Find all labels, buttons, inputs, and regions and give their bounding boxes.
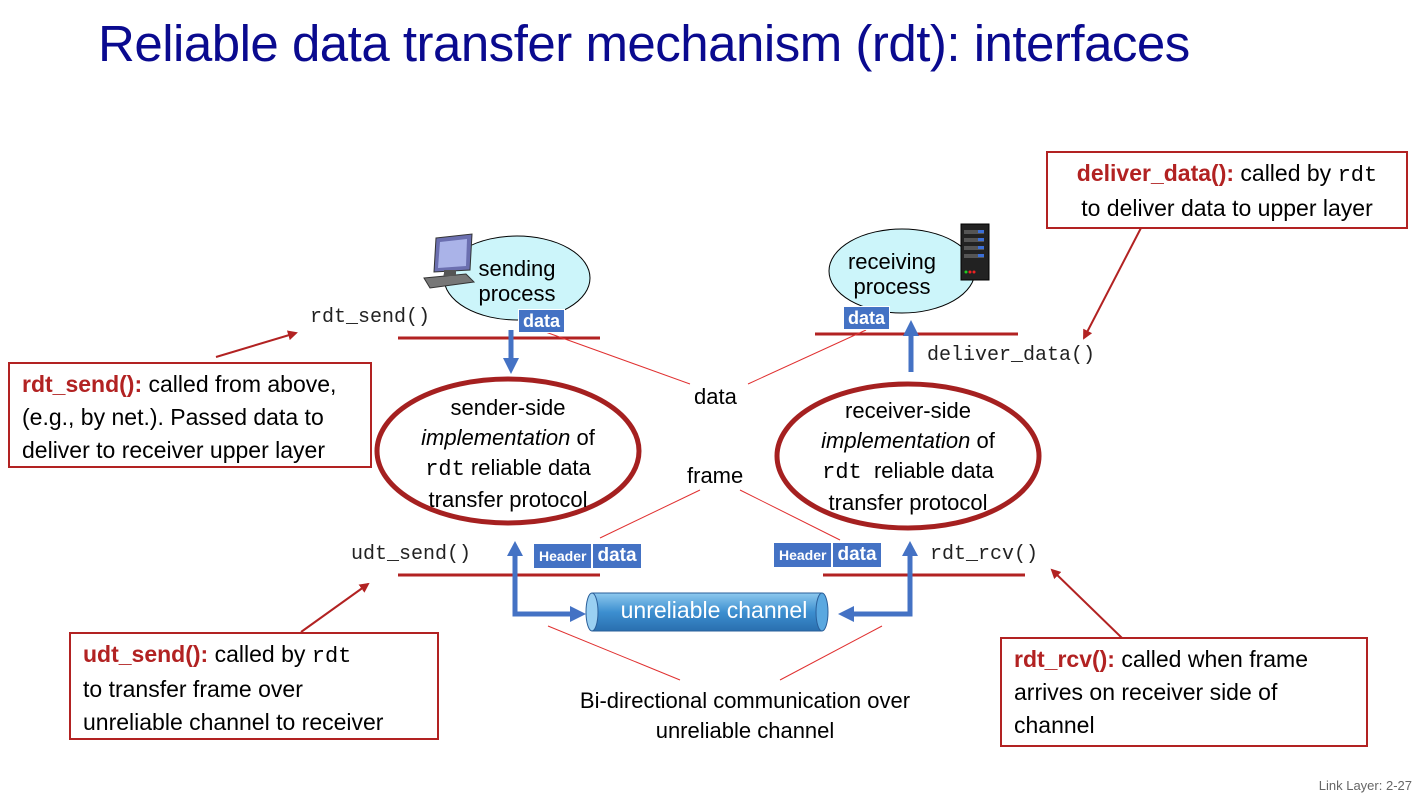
sender-impl-line3: rdt reliable data	[388, 453, 628, 485]
slide-footer: Link Layer: 2-27	[1318, 778, 1412, 793]
receiver-impl-rdt: rdt	[822, 460, 862, 485]
sending-process-label: sending process	[455, 256, 579, 306]
flow-arrows	[503, 320, 919, 622]
deliver-data-code: rdt	[1337, 163, 1378, 188]
receiver-impl-reliable: reliable data	[873, 458, 994, 483]
rdt-rcv-callout-line3: channel	[1014, 712, 1095, 738]
udt-send-callout-line3: unreliable channel to receiver	[83, 709, 384, 735]
rdt-send-callout-arrow	[215, 330, 298, 358]
rdt-send-label: rdt_send()	[310, 306, 431, 329]
receiver-impl-italic: implementation	[821, 428, 971, 453]
rdt-send-callout-line3: deliver to receiver upper layer	[22, 437, 325, 463]
receiver-data-tag: data	[843, 306, 891, 330]
deliver-data-callout-line1: deliver_data(): called by rdt	[1060, 157, 1394, 192]
rdt-send-text: called from above,	[142, 371, 337, 397]
sender-impl-line1: sender-side	[450, 395, 566, 420]
sender-impl-italic: implementation	[421, 425, 571, 450]
sender-header-tag: Header	[533, 543, 593, 569]
deliver-data-label: deliver_data()	[927, 344, 1096, 367]
callout-arrows	[215, 225, 1143, 639]
receiver-impl-line2: implementation of	[788, 426, 1028, 456]
udt-send-callout-line1: udt_send(): called by rdt	[83, 638, 425, 673]
rdt-send-callout: rdt_send(): called from above, (e.g., by…	[8, 362, 372, 468]
bidirectional-line2: unreliable channel	[655, 718, 835, 743]
sender-frame-data-tag: data	[592, 543, 642, 569]
rdt-rcv-text: called when frame	[1114, 646, 1309, 672]
deliver-data-text: called by	[1234, 160, 1338, 186]
data-label: data	[694, 384, 737, 409]
desktop-computer-icon	[423, 233, 476, 289]
receiver-frame-data-tag: data	[832, 542, 882, 568]
receiving-process-line1: receiving	[847, 249, 937, 274]
receiver-frame: Header data	[773, 542, 882, 568]
receiver-impl-line3: rdt reliable data	[788, 456, 1028, 488]
unreliable-channel-label: unreliable channel	[620, 597, 808, 623]
sender-impl-reliable: reliable data	[470, 455, 591, 480]
sender-data-tag: data	[518, 309, 566, 333]
rdt-send-callout-line2: (e.g., by net.). Passed data to	[22, 404, 324, 430]
unreliable-channel-cylinder	[585, 592, 829, 632]
frame-label: frame	[687, 463, 744, 488]
server-icon	[960, 223, 990, 281]
deliver-data-callout-line2: to deliver data to upper layer	[1081, 195, 1373, 221]
deliver-data-callout-arrow	[1083, 225, 1143, 340]
label-pointer-lines	[539, 329, 883, 681]
rdt-rcv-callout: rdt_rcv(): called when frame arrives on …	[1000, 637, 1368, 747]
sender-implementation-text: sender-side implementation of rdt reliab…	[388, 393, 628, 515]
bidirectional-caption: Bi-directional communication over unreli…	[540, 686, 950, 746]
arrow-receiver-channel	[852, 554, 913, 617]
arrow-receiver-up-head	[903, 320, 919, 336]
rdt-rcv-callout-line2: arrives on receiver side of	[1014, 679, 1278, 705]
sending-process-line1: sending	[478, 256, 556, 281]
slide-title: Reliable data transfer mechanism (rdt): …	[98, 15, 1190, 72]
rdt-send-callout-line1: rdt_send(): called from above,	[22, 368, 358, 401]
receiver-header-tag: Header	[773, 542, 833, 568]
udt-send-code: rdt	[311, 644, 352, 669]
sender-impl-line4: transfer protocol	[428, 487, 588, 512]
sender-frame: Header data	[533, 543, 642, 569]
deliver-data-callout: deliver_data(): called by rdt to deliver…	[1046, 151, 1408, 229]
udt-send-callout-line2: to transfer frame over	[83, 676, 303, 702]
arrow-sender-down-head	[503, 358, 519, 374]
sender-impl-rdt: rdt	[425, 457, 465, 482]
receiver-impl-line1: receiver-side	[845, 398, 971, 423]
sender-impl-of: of	[576, 425, 595, 450]
sender-impl-line2: implementation of	[388, 423, 628, 453]
udt-send-text: called by	[208, 641, 312, 667]
receiver-implementation-text: receiver-side implementation of rdt reli…	[788, 396, 1028, 518]
udt-send-keyword: udt_send():	[83, 641, 209, 667]
receiver-impl-line4: transfer protocol	[828, 490, 988, 515]
arrow-sender-channel	[512, 554, 572, 617]
rdt-rcv-callout-line1: rdt_rcv(): called when frame	[1014, 643, 1354, 676]
rdt-rcv-callout-arrow	[1050, 568, 1123, 639]
receiver-impl-of: of	[976, 428, 995, 453]
sending-process-line2: process	[478, 281, 556, 306]
udt-send-callout-arrow	[300, 582, 370, 633]
rdt-rcv-label: rdt_rcv()	[930, 543, 1039, 566]
bidirectional-line1: Bi-directional communication over	[579, 688, 911, 713]
udt-send-label: udt_send()	[351, 543, 472, 566]
sender-implementation-ellipse	[374, 376, 642, 526]
rdt-rcv-keyword: rdt_rcv():	[1014, 646, 1115, 672]
rdt-send-keyword: rdt_send():	[22, 371, 143, 397]
receiving-process-line2: process	[853, 274, 931, 299]
deliver-data-keyword: deliver_data():	[1076, 160, 1235, 186]
receiver-implementation-ellipse	[774, 381, 1042, 531]
udt-send-callout: udt_send(): called by rdt to transfer fr…	[69, 632, 439, 740]
receiving-process-label: receiving process	[830, 249, 954, 299]
